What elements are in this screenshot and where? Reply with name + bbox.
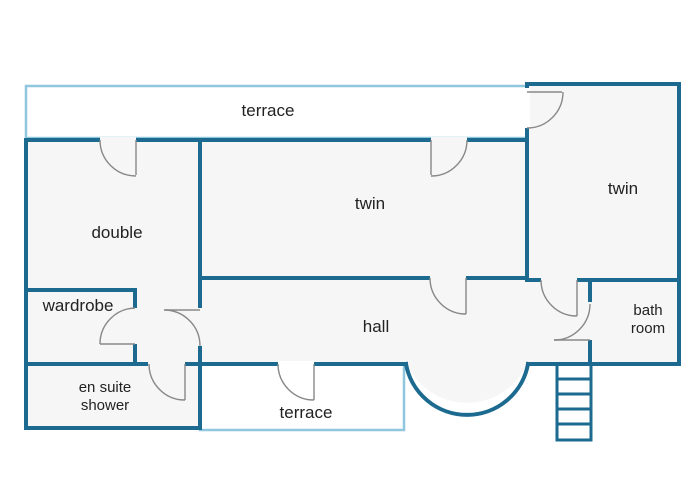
double-label: double [91, 223, 142, 242]
bathroom-label-line2: room [631, 320, 665, 337]
stairs [555, 362, 593, 442]
door-arc [99, 307, 136, 345]
door-hall-terrace [277, 363, 315, 401]
door-arc [553, 303, 591, 341]
door-twin-top [430, 139, 468, 177]
door-arc [163, 309, 201, 347]
door-ensuite [148, 363, 186, 401]
door-bathroom [553, 303, 591, 341]
bay-floor [406, 362, 528, 403]
twin-right-label: twin [608, 179, 638, 198]
twin-right-room-floor [527, 84, 679, 282]
door-arc [429, 277, 467, 315]
twin-right-room-wall [525, 82, 681, 282]
door-hall-twin-right [540, 279, 578, 317]
wardrobe-label: wardrobe [42, 296, 114, 315]
double-room-floor [26, 140, 200, 428]
door-double-top [99, 139, 137, 177]
door-wardrobe [99, 307, 136, 345]
twin-center-label: twin [355, 194, 385, 213]
room-labels: terrace twin twin double wardrobe hall b… [42, 101, 666, 422]
door-arc [430, 139, 468, 177]
bathroom-label-line1: bath [633, 302, 662, 319]
hall-label: hall [363, 317, 389, 336]
door-arc [148, 363, 186, 401]
door-arc [99, 139, 137, 177]
door-arc [277, 363, 315, 401]
doors [99, 91, 591, 401]
terrace-top-label: terrace [242, 101, 295, 120]
ensuite-label-line1: en suite [79, 379, 132, 396]
door-arc [540, 279, 578, 317]
door-arc [526, 91, 564, 129]
door-twin-right-terrace [526, 91, 564, 129]
twin-room-floor [200, 140, 527, 278]
hall-floor [200, 278, 679, 364]
bay-window-wall [403, 361, 531, 417]
door-hall-double [163, 309, 201, 347]
ensuite-label-line2: shower [81, 397, 129, 414]
door-hall-twin [429, 277, 467, 315]
floor-fills [26, 84, 679, 428]
terrace-bottom-label: terrace [280, 403, 333, 422]
